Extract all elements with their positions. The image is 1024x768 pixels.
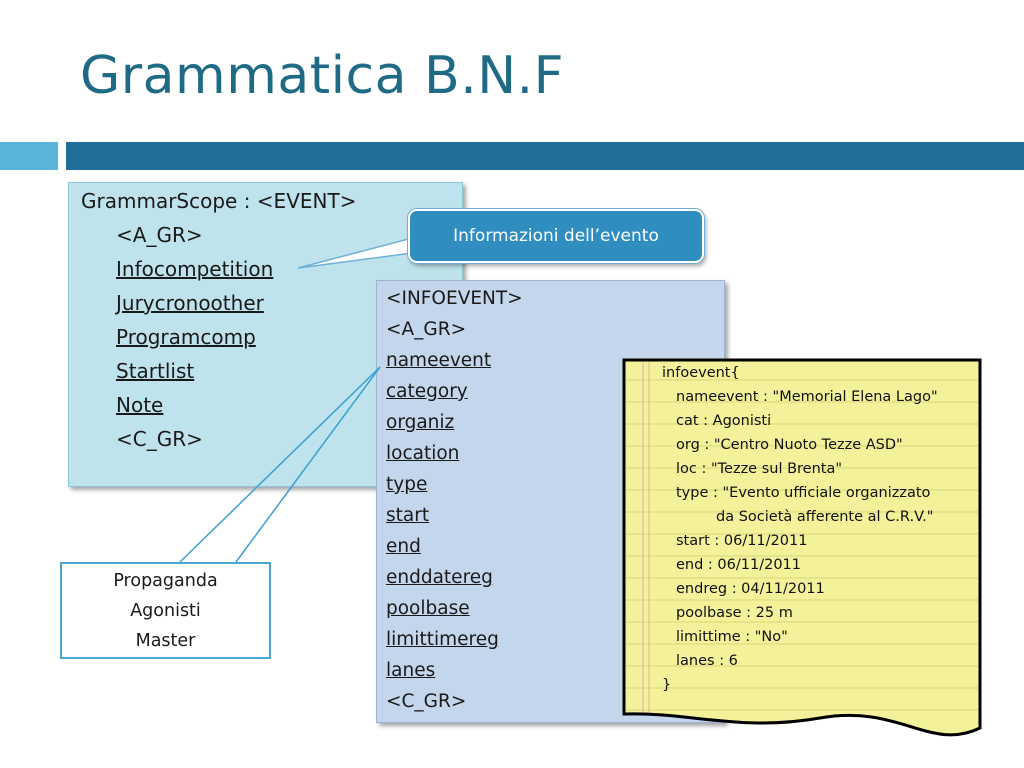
infoevent-link-poolbase[interactable]: poolbase <box>386 598 470 619</box>
grammar-link-infocompetition[interactable]: Infocompetition <box>116 257 274 281</box>
infoevent-link-location[interactable]: location <box>386 443 460 464</box>
category-propaganda: Propaganda <box>113 570 218 591</box>
infoevent-header: <INFOEVENT> <box>386 288 523 309</box>
note-line: start : 06/11/2011 <box>676 533 808 549</box>
infoevent-link-limittimereg[interactable]: limittimereg <box>386 629 499 650</box>
grammar-link-jurycronoother[interactable]: Jurycronoother <box>116 291 264 315</box>
note-line: poolbase : 25 m <box>676 605 793 621</box>
infoevent-link-start[interactable]: start <box>386 505 430 526</box>
category-agonisti: Agonisti <box>130 600 201 621</box>
header-band-accent <box>0 142 58 170</box>
infoevent-item: <A_GR> <box>386 319 467 340</box>
category-box: Propaganda Agonisti Master <box>60 562 271 659</box>
category-master: Master <box>135 630 196 651</box>
note-line: infoevent{ <box>662 365 740 381</box>
infoevent-link-type[interactable]: type <box>386 474 428 495</box>
slide-title: Grammatica B.N.F <box>80 46 565 106</box>
infoevent-link-organiz[interactable]: organiz <box>386 412 455 433</box>
note-line: endreg : 04/11/2011 <box>676 581 825 597</box>
note-line: limittime : "No" <box>676 629 788 645</box>
grammar-link-programcomp[interactable]: Programcomp <box>116 325 256 349</box>
note-line: cat : Agonisti <box>676 413 772 429</box>
note-line: da Società afferente al C.R.V." <box>716 509 934 525</box>
grammar-item: <C_GR> <box>116 427 203 451</box>
note-line: lanes : 6 <box>676 653 738 669</box>
infoevent-link-end[interactable]: end <box>386 536 421 557</box>
grammar-link-startlist[interactable]: Startlist <box>116 359 195 383</box>
grammar-item: <A_GR> <box>116 223 203 247</box>
header-band <box>66 142 1024 170</box>
note-line: loc : "Tezze sul Brenta" <box>676 461 843 477</box>
note-line: end : 06/11/2011 <box>676 557 801 573</box>
infoevent-item: <C_GR> <box>386 691 467 712</box>
callout-event-info: Informazioni dell’evento <box>408 209 704 263</box>
infoevent-link-category[interactable]: category <box>386 381 468 402</box>
grammar-link-note[interactable]: Note <box>116 393 164 417</box>
infoevent-link-enddatereg[interactable]: enddatereg <box>386 567 493 588</box>
infoevent-box: <INFOEVENT> <A_GR> nameevent category or… <box>376 280 725 723</box>
note-line: org : "Centro Nuoto Tezze ASD" <box>676 437 903 453</box>
infoevent-link-nameevent[interactable]: nameevent <box>386 350 492 371</box>
note-line: nameevent : "Memorial Elena Lago" <box>676 389 938 405</box>
grammar-scope-header: GrammarScope : <EVENT> <box>81 189 357 213</box>
note-line: } <box>662 677 672 693</box>
note-line: type : "Evento ufficiale organizzato <box>676 485 931 501</box>
infoevent-link-lanes[interactable]: lanes <box>386 660 436 681</box>
